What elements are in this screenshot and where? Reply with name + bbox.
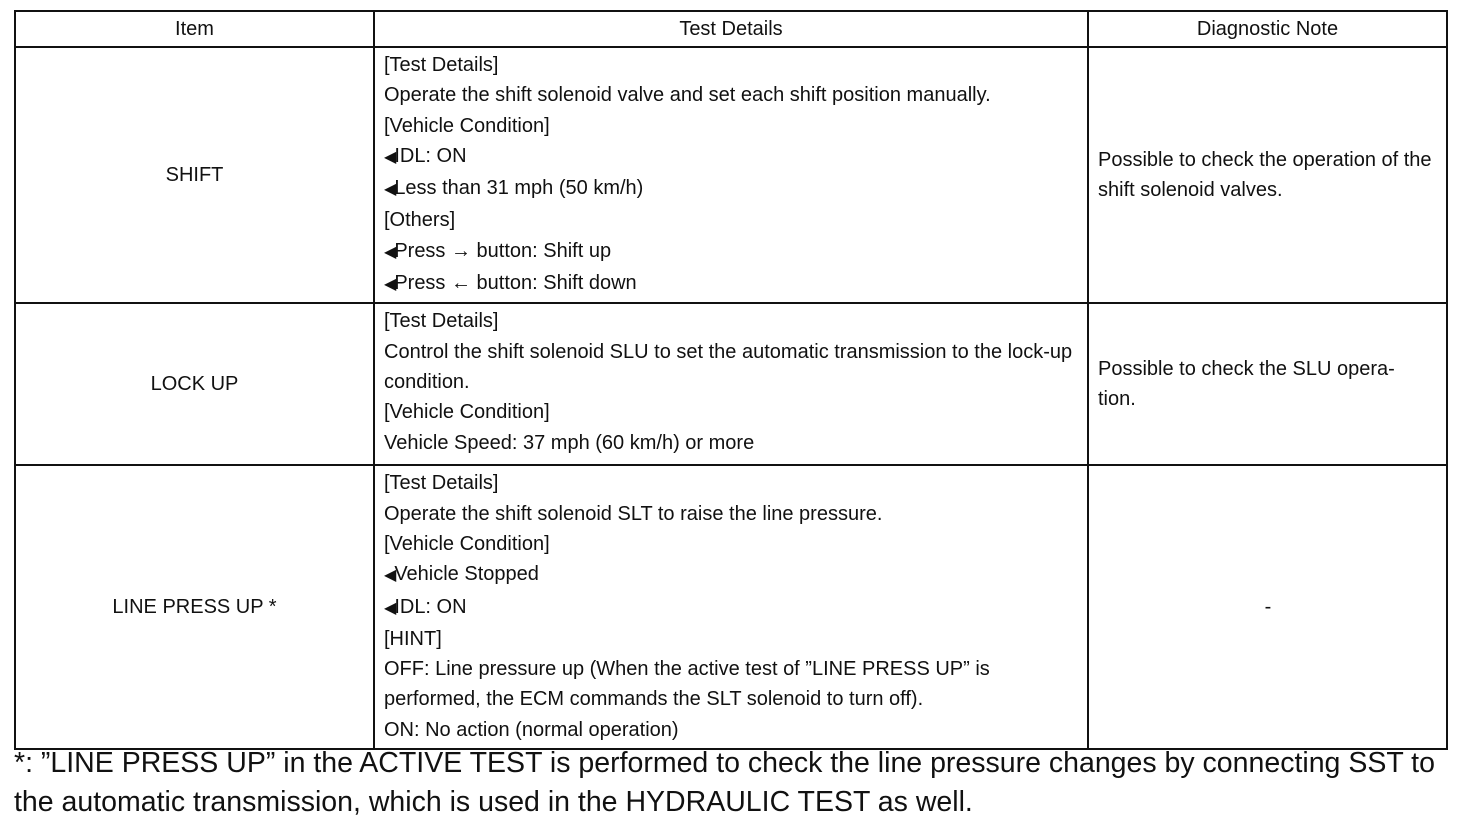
details-line: [Test Details] <box>384 472 499 495</box>
details-line: OFF: Line pressure up (When the active t… <box>384 658 990 711</box>
details-line: Operate the shift solenoid SLT to raise … <box>384 502 883 525</box>
details-line: Operate the shift solenoid valve and set… <box>384 84 991 107</box>
table-row: LOCK UP [Test Details] Control the shift… <box>14 302 1448 467</box>
details-line: ON: No action (normal operation) <box>384 718 679 741</box>
bullet-icon: ◀ <box>384 181 397 199</box>
details-cell: [Test Details] Control the shift solenoi… <box>373 302 1089 467</box>
details-text: Vehicle Stopped <box>394 563 539 586</box>
bullet-icon: ◀ <box>384 243 397 261</box>
table-row: LINE PRESS UP * [Test Details] Operate t… <box>14 464 1448 751</box>
details-line: [Test Details] <box>384 54 499 76</box>
table-header-row: Item Test Details Diagnostic Note <box>14 10 1448 48</box>
note-cell: Possible to check the SLU opera- tion. <box>1087 302 1448 467</box>
bullet-line: ◀Vehicle Stopped <box>384 559 1079 591</box>
details-line: Control the shift solenoid SLU to set th… <box>384 340 1073 393</box>
bullet-icon: ◀ <box>384 276 397 294</box>
details-text: Press → button: Shift up <box>394 239 612 262</box>
details-line: [Vehicle Condition] <box>384 401 550 424</box>
item-cell: LOCK UP <box>14 302 375 467</box>
details-cell: [Test Details] Operate the shift solenoi… <box>373 464 1089 751</box>
bullet-line: ◀Press → button: Shift up <box>384 236 1079 268</box>
details-line: [Test Details] <box>384 310 499 333</box>
item-cell: SHIFT <box>14 45 375 305</box>
header-diagnostic-note: Diagnostic Note <box>1087 10 1448 48</box>
details-line: Vehicle Speed: 37 mph (60 km/h) or more <box>384 431 755 454</box>
header-item: Item <box>14 10 375 48</box>
bullet-line: ◀IDL: ON <box>384 141 1079 173</box>
details-line: [Others] <box>384 209 456 232</box>
note-cell: Possible to check the operation of the s… <box>1087 45 1448 305</box>
header-test-details: Test Details <box>373 10 1089 48</box>
details-text: IDL: ON <box>394 595 467 618</box>
diagnostic-table: Item Test Details Diagnostic Note SHIFT … <box>14 10 1448 751</box>
bullet-line: ◀Press ← button: Shift down <box>384 268 1079 300</box>
bullet-icon: ◀ <box>384 599 397 617</box>
bullet-icon: ◀ <box>384 148 397 166</box>
details-text: IDL: ON <box>394 144 467 167</box>
footnote: *: ”LINE PRESS UP” in the ACTIVE TEST is… <box>14 747 1435 818</box>
details-line: [Vehicle Condition] <box>384 532 550 555</box>
details-cell: [Test Details] Operate the shift solenoi… <box>373 45 1089 305</box>
item-cell: LINE PRESS UP * <box>14 464 375 751</box>
details-text: Press ← button: Shift down <box>394 272 637 295</box>
table-row: SHIFT [Test Details] Operate the shift s… <box>14 45 1448 305</box>
details-line: [HINT] <box>384 627 442 650</box>
details-line: [Vehicle Condition] <box>384 114 550 137</box>
details-text: Less than 31 mph (50 km/h) <box>394 177 644 200</box>
note-cell: - <box>1087 464 1448 751</box>
bullet-icon: ◀ <box>384 567 397 585</box>
bullet-line: ◀IDL: ON <box>384 592 1079 624</box>
bullet-line: ◀Less than 31 mph (50 km/h) <box>384 173 1079 205</box>
